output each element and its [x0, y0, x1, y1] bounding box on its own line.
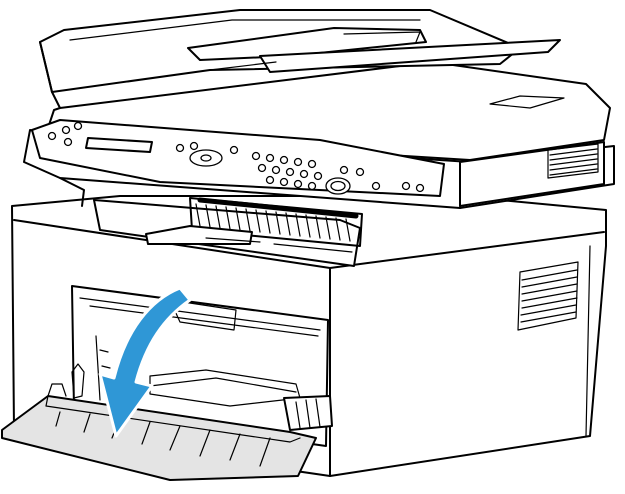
nav-pad: [189, 149, 223, 167]
numeric-keypad: [251, 151, 425, 193]
document-feeder: [39, 9, 565, 109]
scanner-vent: [547, 143, 599, 179]
side-vent-grille: [517, 261, 579, 331]
arrow-down-icon: [98, 286, 192, 438]
paper-guides: [71, 363, 333, 431]
output-slot: [93, 197, 363, 267]
start-button: [325, 177, 351, 195]
control-panel: [31, 119, 445, 197]
lcd-display: [85, 137, 153, 153]
